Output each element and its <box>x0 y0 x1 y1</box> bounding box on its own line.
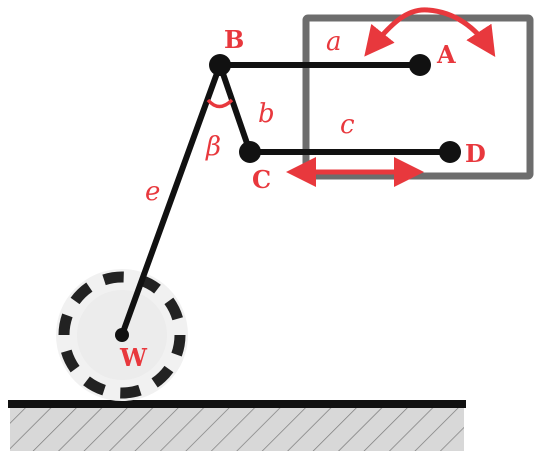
rotation-arrow <box>364 7 496 58</box>
label-link-c: c <box>340 110 355 140</box>
label-link-b: b <box>258 99 275 129</box>
ground-hatch-lines <box>10 407 464 451</box>
label-point-D: D <box>465 139 486 168</box>
label-point-B: B <box>224 25 244 54</box>
label-point-C: C <box>252 165 271 194</box>
wheel-tread-ring <box>58 271 186 399</box>
link-b <box>217 62 253 155</box>
label-link-e: e <box>145 177 160 207</box>
label-link-a: a <box>326 27 342 57</box>
joint-D <box>439 141 461 163</box>
ground-surface <box>8 400 466 408</box>
angle-beta-arc <box>206 98 234 109</box>
label-point-A: A <box>436 40 456 69</box>
link-e <box>119 62 223 338</box>
joint-A <box>409 54 431 76</box>
joint-B <box>209 54 231 76</box>
ground <box>8 400 466 451</box>
joint-W <box>115 328 129 342</box>
label-angle-beta: β <box>205 132 221 162</box>
joint-C <box>239 141 261 163</box>
label-point-W: W <box>119 343 148 372</box>
